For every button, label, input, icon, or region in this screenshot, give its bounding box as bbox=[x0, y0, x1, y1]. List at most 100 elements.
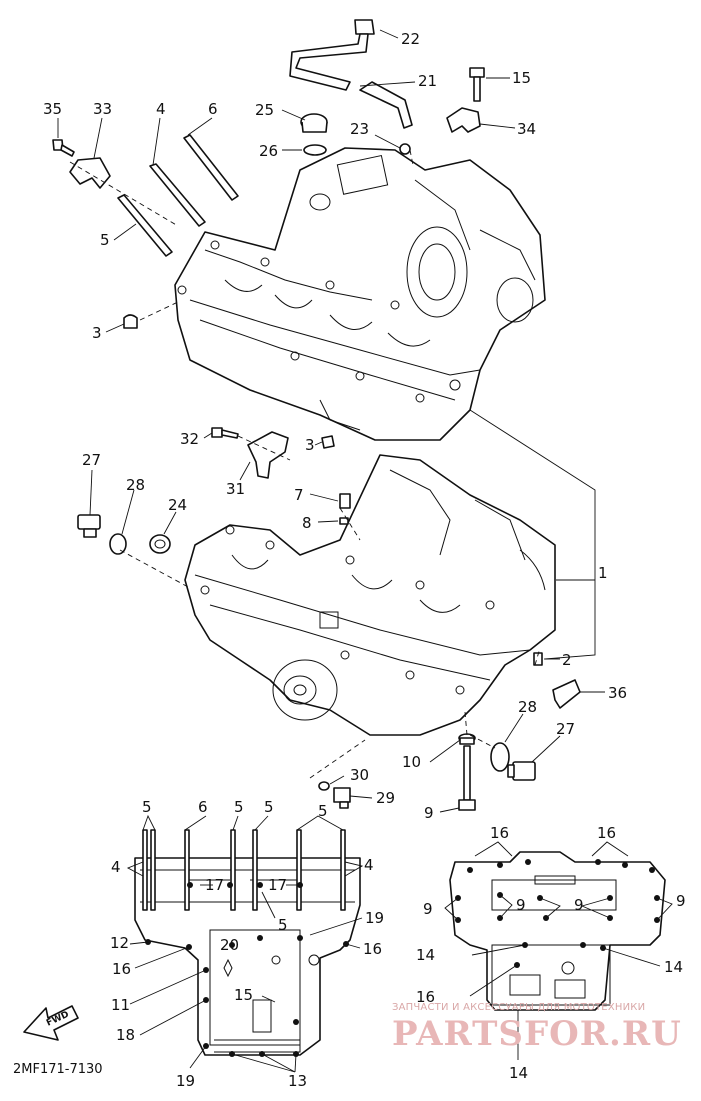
left-detail-studs bbox=[142, 829, 346, 911]
callout-9: 9 bbox=[424, 804, 434, 822]
callout-3-lower: 3 bbox=[305, 436, 315, 454]
callout-30: 30 bbox=[350, 766, 369, 784]
plate-31 bbox=[247, 431, 289, 479]
left-detail-view: 5 6 5 5 5 4 4 17 17 5 19 12 20 16 16 11 … bbox=[23, 798, 384, 1090]
breather-hose-22 bbox=[289, 19, 375, 91]
left-6: 6 bbox=[198, 798, 208, 816]
dowel-3-lower bbox=[321, 435, 335, 449]
callout-labels: 22 21 15 34 35 33 4 6 25 26 23 5 3 32 3 … bbox=[43, 30, 627, 822]
oil-filler-cap-25 bbox=[300, 113, 328, 133]
callout-15: 15 bbox=[512, 69, 531, 87]
plug-29 bbox=[333, 787, 351, 809]
right-9-b: 9 bbox=[516, 896, 526, 914]
callout-28-left: 28 bbox=[126, 476, 145, 494]
fwd-arrow: FWD bbox=[23, 1005, 79, 1041]
left-12: 12 bbox=[110, 934, 129, 952]
bolt-9 bbox=[458, 745, 476, 811]
left-13: 13 bbox=[288, 1072, 307, 1090]
watermark: ЗАПЧАСТИ И АКСЕССУАРЫ ДЛЯ МОТОТЕХНИКИ PA… bbox=[392, 1002, 692, 1062]
clip-23 bbox=[399, 143, 411, 155]
right-16-b: 16 bbox=[597, 824, 616, 842]
left-17-a: 17 bbox=[205, 876, 224, 894]
diagram-code: 2MF171-7130 bbox=[13, 1062, 103, 1077]
stud-4 bbox=[149, 163, 206, 227]
leader-lines bbox=[57, 29, 605, 813]
watermark-logo: PARTSFOR.RU bbox=[392, 1014, 682, 1054]
right-detail-view: 16 16 9 9 9 9 14 14 16 14 bbox=[416, 824, 686, 1082]
callout-4: 4 bbox=[156, 100, 166, 118]
dowel-8 bbox=[339, 517, 349, 525]
right-9-d: 9 bbox=[676, 892, 686, 910]
plug-24 bbox=[149, 534, 171, 554]
callout-27-right: 27 bbox=[556, 720, 575, 738]
callout-36: 36 bbox=[608, 684, 627, 702]
right-14-a: 14 bbox=[416, 946, 435, 964]
left-15: 15 bbox=[234, 986, 253, 1004]
left-5-a: 5 bbox=[142, 798, 152, 816]
o-ring-26 bbox=[303, 144, 327, 156]
bolt-10 bbox=[458, 733, 476, 745]
callout-24: 24 bbox=[168, 496, 187, 514]
left-16-b: 16 bbox=[363, 940, 382, 958]
callout-34: 34 bbox=[517, 120, 536, 138]
callout-2: 2 bbox=[562, 651, 572, 669]
callout-1: 1 bbox=[598, 564, 608, 582]
callout-35: 35 bbox=[43, 100, 62, 118]
left-4-b: 4 bbox=[364, 856, 374, 874]
bracket-36 bbox=[552, 679, 581, 709]
left-detail-labels: 5 6 5 5 5 4 4 17 17 5 19 12 20 16 16 11 … bbox=[110, 798, 384, 1090]
bracket-33 bbox=[69, 157, 111, 189]
watermark-caption: ЗАПЧАСТИ И АКСЕССУАРЫ ДЛЯ МОТОТЕХНИКИ bbox=[392, 1002, 646, 1013]
left-11: 11 bbox=[111, 996, 130, 1014]
drain-plug-27-left bbox=[77, 514, 101, 538]
bolt-15-top bbox=[469, 67, 485, 102]
left-5-b: 5 bbox=[234, 798, 244, 816]
right-14-c: 14 bbox=[509, 1064, 528, 1082]
upper-crankcase bbox=[174, 147, 546, 441]
dowel-2 bbox=[533, 652, 543, 666]
gasket-30 bbox=[318, 781, 330, 791]
left-5-c: 5 bbox=[264, 798, 274, 816]
gasket-28-right bbox=[490, 742, 510, 772]
stud-6 bbox=[183, 134, 239, 201]
left-5-e: 5 bbox=[278, 916, 288, 934]
left-19-a: 19 bbox=[365, 909, 384, 927]
left-17-b: 17 bbox=[268, 876, 287, 894]
right-detail-bolt-points bbox=[455, 859, 660, 968]
left-18: 18 bbox=[116, 1026, 135, 1044]
lower-crankcase bbox=[184, 454, 556, 736]
callout-29: 29 bbox=[376, 789, 395, 807]
bolt-35 bbox=[52, 139, 75, 157]
callout-33: 33 bbox=[93, 100, 112, 118]
callout-10: 10 bbox=[402, 753, 421, 771]
callout-31: 31 bbox=[226, 480, 245, 498]
left-detail-leaders bbox=[126, 814, 364, 1073]
dowel-7 bbox=[339, 493, 351, 509]
callout-27-left: 27 bbox=[82, 451, 101, 469]
hose-21 bbox=[359, 81, 413, 129]
stud-5 bbox=[117, 194, 173, 257]
dowel-3-upper bbox=[123, 314, 138, 329]
callout-25: 25 bbox=[255, 101, 274, 119]
left-5-d: 5 bbox=[318, 802, 328, 820]
left-4-a: 4 bbox=[111, 858, 121, 876]
right-detail-labels: 16 16 9 9 9 9 14 14 16 14 bbox=[416, 824, 686, 1082]
bolt-32 bbox=[211, 427, 239, 439]
right-9-c: 9 bbox=[574, 896, 584, 914]
callout-7: 7 bbox=[294, 486, 304, 504]
callout-8: 8 bbox=[302, 514, 312, 532]
left-20: 20 bbox=[220, 936, 239, 954]
callout-5: 5 bbox=[100, 231, 110, 249]
callout-23: 23 bbox=[350, 120, 369, 138]
left-19-b: 19 bbox=[176, 1072, 195, 1090]
drain-plug-27-right bbox=[507, 761, 536, 781]
callout-26: 26 bbox=[259, 142, 278, 160]
right-9-a: 9 bbox=[423, 900, 433, 918]
callout-6: 6 bbox=[208, 100, 218, 118]
callout-22: 22 bbox=[401, 30, 420, 48]
callout-28-right: 28 bbox=[518, 698, 537, 716]
right-detail-leaders bbox=[444, 841, 673, 1060]
left-16-a: 16 bbox=[112, 960, 131, 978]
callout-32: 32 bbox=[180, 430, 199, 448]
